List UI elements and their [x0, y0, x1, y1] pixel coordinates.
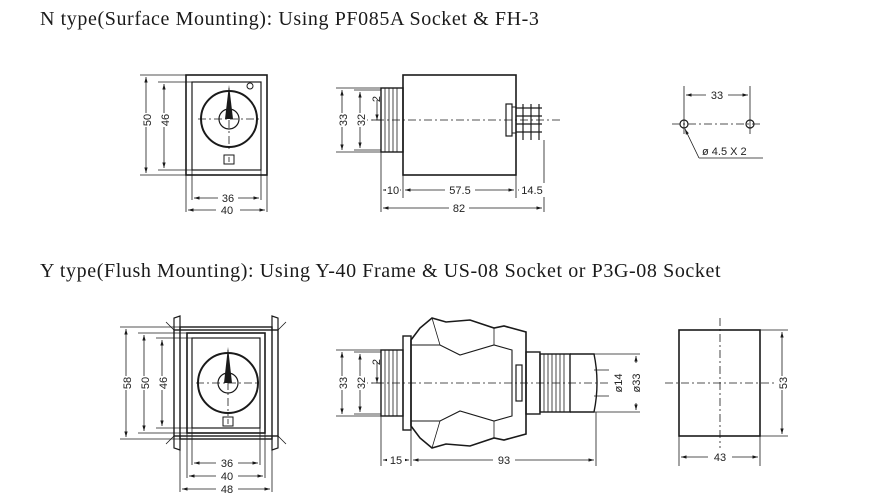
n-side-gap: 2 — [371, 96, 383, 102]
n-side-len-body: 57.5 — [449, 185, 470, 197]
n-type-title: N type(Surface Mounting): Using PF085A S… — [40, 8, 540, 30]
y-side-len-front: 15 — [390, 455, 402, 467]
y-front-view — [120, 315, 287, 492]
y-side-height-inner: 32 — [356, 377, 368, 389]
n-front-width-outer: 40 — [221, 205, 233, 217]
y-side-dia-large: ø33 — [631, 374, 643, 393]
n-panel-holes — [672, 86, 763, 159]
y-side-height-outer: 33 — [338, 377, 350, 389]
y-front-width-frame: 48 — [221, 484, 233, 496]
y-side-gap: 2 — [371, 359, 383, 365]
n-side-len-pins: 14.5 — [521, 185, 542, 197]
y-side-len-body: 93 — [498, 455, 510, 467]
y-front-width-inner: 36 — [221, 458, 233, 470]
n-side-height-outer: 33 — [338, 114, 350, 126]
n-panel-holes-label: ø 4.5 X 2 — [702, 146, 747, 158]
y-type-title: Y type(Flush Mounting): Using Y-40 Frame… — [40, 260, 722, 282]
n-front-height-inner: 46 — [160, 114, 172, 126]
y-panel-cutout — [665, 318, 788, 466]
y-front-height-frame: 58 — [122, 377, 134, 389]
n-side-view — [336, 74, 560, 212]
y-front-height-outer: 50 — [140, 377, 152, 389]
n-panel-spacing: 33 — [711, 90, 723, 102]
y-cutout-height: 53 — [778, 377, 790, 389]
n-side-height-inner: 32 — [356, 114, 368, 126]
y-front-height-inner: 46 — [158, 377, 170, 389]
n-front-height-outer: 50 — [142, 114, 154, 126]
n-front-view — [140, 74, 268, 212]
n-side-len-total: 82 — [453, 203, 465, 215]
y-front-width-outer: 40 — [221, 471, 233, 483]
n-front-width-inner: 36 — [222, 193, 234, 205]
y-side-view — [336, 317, 640, 466]
y-side-dia-small: ø14 — [613, 374, 625, 393]
n-side-len-knob: 10 — [387, 185, 399, 197]
y-cutout-width: 43 — [714, 452, 726, 464]
